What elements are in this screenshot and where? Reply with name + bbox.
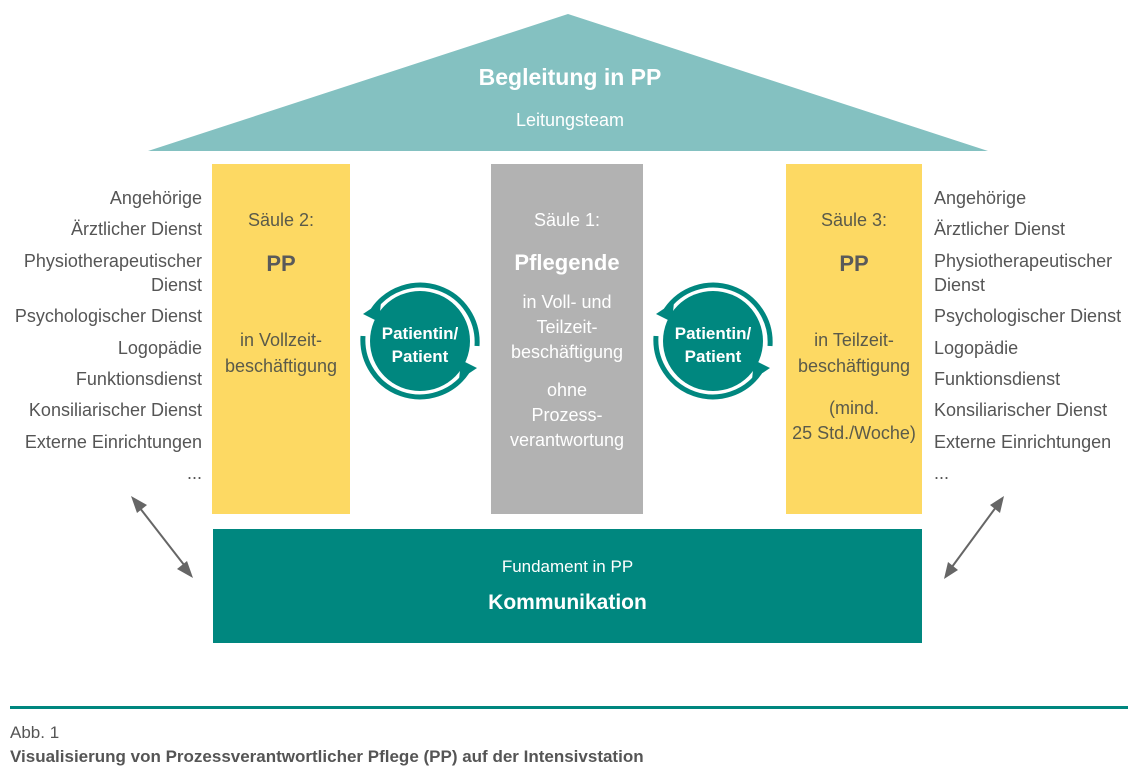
- list-item: Psychologischer Dienst: [934, 306, 1122, 327]
- pillar-3-note-line: (mind.: [828, 398, 879, 418]
- list-item: Externe Einrichtungen: [24, 431, 202, 452]
- pillar-1-note-line: Prozess-: [531, 405, 603, 425]
- list-item: ...: [934, 462, 950, 483]
- patient-node-right: Patientin/ Patient: [648, 276, 778, 406]
- list-item: Psychologischer Dienst: [14, 306, 202, 327]
- pillar-2-desc-line: in Vollzeit-: [239, 330, 323, 350]
- pillar-1-title: Pflegende: [514, 250, 620, 275]
- list-item: Physiotherapeutischer: [934, 250, 1113, 271]
- patient-label-line2: Patient: [684, 347, 742, 366]
- pillar-1-desc-line: in Voll- und: [522, 292, 612, 312]
- roof-triangle: [148, 14, 988, 151]
- figure-caption: Visualisierung von Prozessverantwortlich…: [10, 747, 644, 766]
- right-stakeholder-list: Angehörige Ärztlicher Dienst Physiothera…: [934, 186, 1121, 492]
- pillar-1-desc-line: beschäftigung: [510, 342, 624, 362]
- list-item: ...: [186, 462, 202, 483]
- pillar-2-desc-line: beschäftigung: [224, 356, 338, 376]
- patient-label-line1: Patientin/: [381, 324, 459, 343]
- list-item: Externe Einrichtungen: [934, 431, 1112, 452]
- list-item: Ärztlicher Dienst: [934, 219, 1066, 240]
- list-item: Dienst: [934, 275, 986, 296]
- caption-divider: [10, 706, 1128, 709]
- roof-title: Begleitung in PP: [478, 64, 662, 90]
- pillar-3: Säule 3: PP in Teilzeit- beschäftigung (…: [786, 164, 922, 514]
- cycle-arrows-icon: [360, 282, 480, 400]
- pillar-1-label: Säule 1:: [533, 210, 601, 230]
- double-arrow-left-icon: [131, 496, 193, 578]
- list-item: Logopädie: [934, 337, 1019, 358]
- list-item: Angehörige: [109, 188, 202, 208]
- cycle-arrows-icon: [653, 282, 773, 400]
- pillar-3-desc-line: in Teilzeit-: [814, 330, 894, 350]
- pillar-3-label: Säule 3:: [820, 210, 888, 230]
- list-item: Logopädie: [117, 337, 202, 358]
- list-item: Dienst: [150, 275, 202, 296]
- roof: [148, 14, 988, 151]
- left-stakeholder-list: Angehörige Ärztlicher Dienst Physiothera…: [15, 186, 202, 492]
- pillar-2-label: Säule 2:: [247, 210, 315, 230]
- figure-number: Abb. 1: [10, 723, 60, 742]
- list-item: Funktionsdienst: [934, 368, 1061, 389]
- list-item: Konsiliarischer Dienst: [934, 400, 1108, 421]
- patient-label-line2: Patient: [391, 347, 449, 366]
- patient-label-line1: Patientin/: [674, 324, 752, 343]
- list-item: Konsiliarischer Dienst: [28, 400, 202, 421]
- pillar-1: Säule 1: Pflegende in Voll- und Teilzeit…: [491, 164, 643, 514]
- double-arrow-right-icon: [944, 496, 1004, 579]
- pillar-2: Säule 2: PP in Vollzeit- beschäftigung: [212, 164, 350, 514]
- foundation-subtitle: Fundament in PP: [501, 557, 634, 576]
- pillar-1-note-line: verantwortung: [509, 430, 625, 450]
- list-item: Funktionsdienst: [75, 368, 202, 389]
- patient-node-left: Patientin/ Patient: [355, 276, 485, 406]
- pillar-3-title: PP: [839, 251, 869, 276]
- list-item: Physiotherapeutischer: [23, 250, 202, 271]
- list-item: Angehörige: [934, 188, 1027, 208]
- pillar-3-desc-line: beschäftigung: [797, 356, 911, 376]
- foundation-title: Kommunikation: [488, 591, 647, 614]
- pillar-3-note-line: 25 Std./Woche): [792, 423, 916, 443]
- pillar-2-title: PP: [266, 251, 296, 276]
- pillar-1-desc-line: Teilzeit-: [536, 317, 598, 337]
- pillar-1-note-line: ohne: [546, 380, 588, 400]
- foundation: Fundament in PP Kommunikation: [213, 529, 922, 643]
- roof-subtitle: Leitungsteam: [515, 110, 625, 130]
- list-item: Ärztlicher Dienst: [70, 219, 202, 240]
